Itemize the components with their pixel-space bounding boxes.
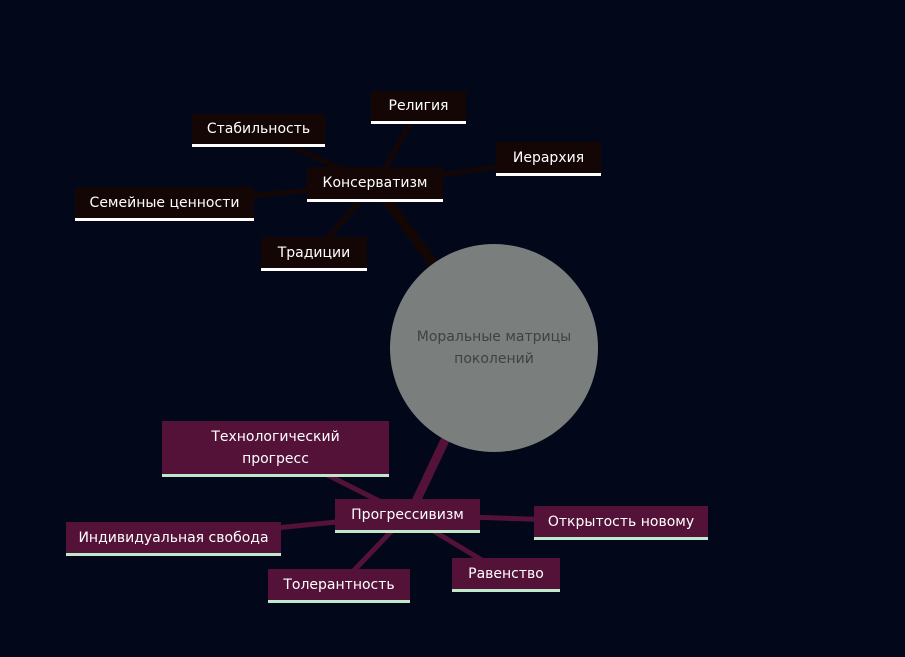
node-progressivism-label: Прогрессивизм: [351, 506, 464, 523]
node-openness[interactable]: Открытость новому: [534, 506, 708, 540]
center-node-label: Моральные матрицы поколений: [416, 329, 572, 367]
node-individual-freedom[interactable]: Индивидуальная свобода: [66, 522, 281, 556]
node-openness-label: Открытость новому: [547, 513, 695, 530]
node-family-values-label: Семейные ценности: [89, 194, 240, 211]
node-religion[interactable]: Религия: [371, 91, 466, 124]
node-family-values[interactable]: Семейные ценности: [75, 187, 254, 221]
node-conservatism-label: Консерватизм: [322, 175, 428, 191]
node-individual-freedom-label: Индивидуальная свобода: [78, 529, 269, 546]
node-tech-progress-label: Технологический прогресс: [211, 428, 340, 467]
node-equality-label: Равенство: [468, 565, 544, 582]
node-tolerance[interactable]: Толерантность: [268, 569, 410, 603]
node-hierarchy-label: Иерархия: [512, 149, 585, 166]
node-tech-progress[interactable]: Технологический прогресс: [162, 421, 389, 477]
node-hierarchy[interactable]: Иерархия: [496, 142, 601, 176]
node-stability-label: Стабильность: [206, 121, 311, 137]
node-equality[interactable]: Равенство: [452, 558, 560, 592]
node-religion-label: Религия: [388, 98, 449, 114]
node-stability[interactable]: Стабильность: [192, 114, 325, 147]
node-conservatism[interactable]: Консерватизм: [307, 167, 443, 202]
center-node[interactable]: Моральные матрицы поколений: [390, 244, 598, 452]
node-traditions[interactable]: Традиции: [261, 237, 367, 271]
node-progressivism[interactable]: Прогрессивизм: [335, 499, 480, 533]
node-traditions-label: Традиции: [277, 244, 351, 261]
node-tolerance-label: Толерантность: [283, 576, 395, 593]
